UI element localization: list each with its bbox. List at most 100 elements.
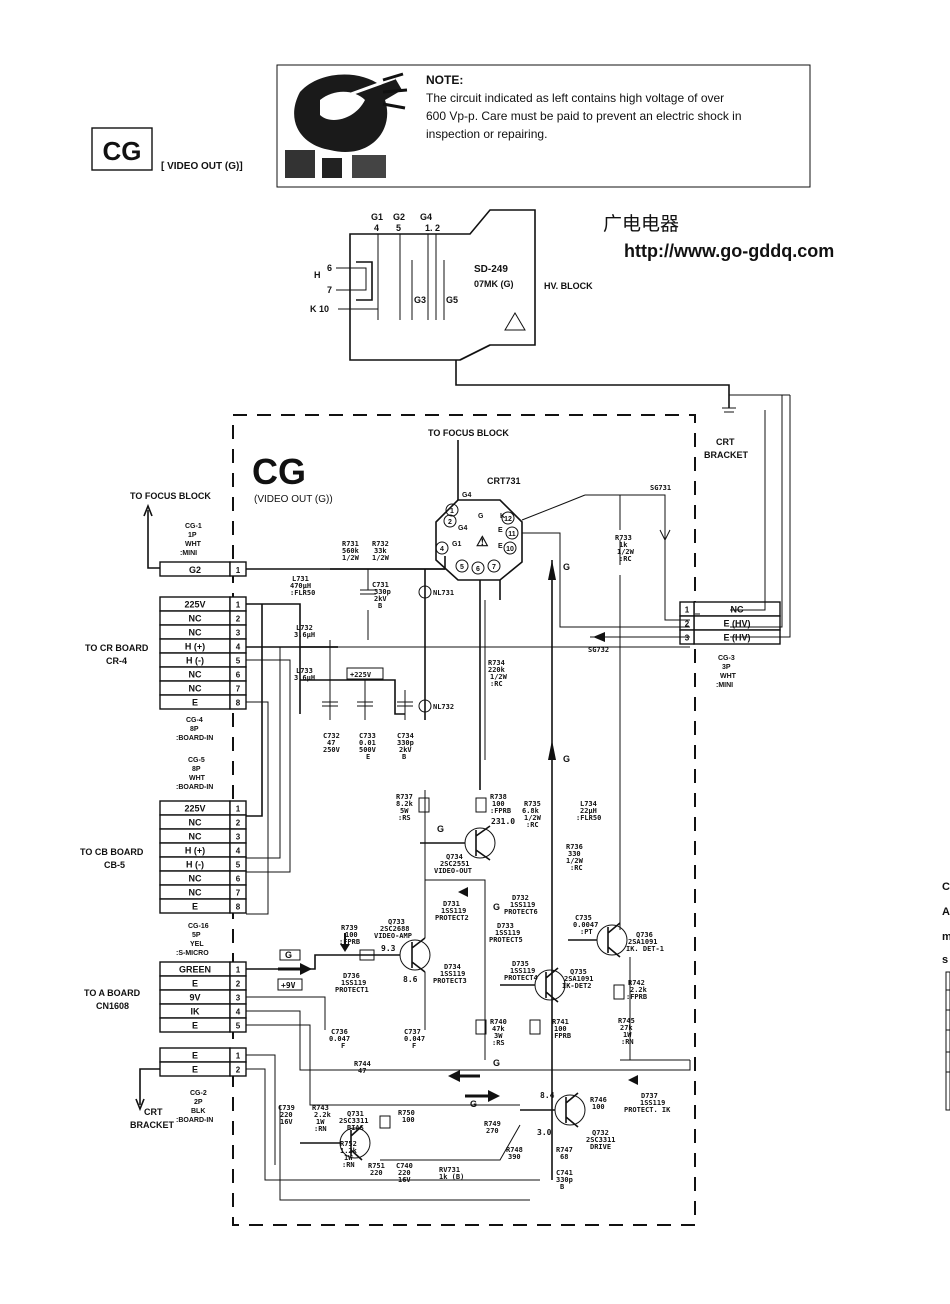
label-r748-b: 390 <box>508 1153 521 1161</box>
warning-hand-icon <box>282 72 408 180</box>
label-r737-a: R737 <box>396 793 413 801</box>
label-c731-c: 2kV <box>374 595 387 603</box>
cg3-spec-3: :MINI <box>716 682 733 689</box>
cg16-spec-3: :S-MICRO <box>176 950 209 957</box>
label-q735-a: Q735 <box>570 968 587 976</box>
cg3-spec-2: WHT <box>720 673 737 680</box>
label-r747-b: 68 <box>560 1153 568 1161</box>
hv-pin-4: 4 <box>374 223 379 233</box>
label-c737-a: C737 <box>404 1028 421 1036</box>
label-c740-c: 16V <box>398 1176 411 1184</box>
label-d736-b: 1SS119 <box>341 979 366 987</box>
label-d731-c: PROTECT2 <box>435 914 469 922</box>
cg2-num-2: 2 <box>236 1066 241 1075</box>
cg1-pin: G2 <box>189 565 201 575</box>
label-q736-b: 2SA1091 <box>628 938 658 946</box>
margin-letter-4: s <box>942 954 948 966</box>
cg5-num-2: 2 <box>236 819 241 828</box>
margin-letter-3: m <box>942 931 950 943</box>
cg16-num-5: 5 <box>236 1022 241 1031</box>
cg3-num-1: 1 <box>685 606 690 615</box>
cg5-to-2: CB-5 <box>104 860 125 870</box>
hv-k-label: K 10 <box>310 304 329 314</box>
hv-h-label: H <box>314 270 321 280</box>
label-r745-d: :RN <box>621 1038 634 1046</box>
label-v86: 8.6 <box>403 975 418 984</box>
cg4-num-1: 1 <box>236 601 241 610</box>
label-c736-a: C736 <box>331 1028 348 1036</box>
signal-g-2: G <box>563 754 570 764</box>
cg4-spec-2: :BOARD-IN <box>176 735 213 742</box>
label-sg732: SG732 <box>588 646 609 654</box>
label-d735-b: 1SS119 <box>510 967 535 975</box>
hv-g3: G3 <box>414 295 426 305</box>
watermark-chinese: 广电电器 <box>603 213 679 235</box>
label-q731-a: Q731 <box>347 1110 364 1118</box>
crt-pin-label-7: 7 <box>492 564 496 571</box>
cg3-num-2: 2 <box>685 620 690 629</box>
label-r739-b: 100 <box>345 931 358 939</box>
label-r745-b: 27k <box>620 1024 633 1032</box>
crt-grid-label-5: E <box>498 543 503 550</box>
label-l733-b: 3.6μH <box>294 674 315 682</box>
label-d734-c: PROTECT3 <box>433 977 467 985</box>
cg4-num-8: 8 <box>236 699 241 708</box>
cg4-spec-1: 8P <box>190 726 199 733</box>
label-c737-b: 0.047 <box>404 1035 425 1043</box>
label-q734-b: 2SC2551 <box>440 860 470 868</box>
label-r743-b: 2.2k <box>314 1111 332 1119</box>
label-c737-c: F <box>412 1042 416 1050</box>
cg4-to-2: CR-4 <box>106 656 127 666</box>
label-c739-a: C739 <box>278 1104 295 1112</box>
cg1-spec-2: WHT <box>185 541 202 548</box>
label-r749-a: R749 <box>484 1120 501 1128</box>
hv-g5: G5 <box>446 295 458 305</box>
part-labels: R731 560k 1/2W R732 33k 1/2W C731 330p 2… <box>277 484 671 1191</box>
hv-part-sub: 07MK (G) <box>474 279 514 289</box>
label-q736-a: Q736 <box>636 931 653 939</box>
label-l734-c: :FLR50 <box>576 814 601 822</box>
label-r741-b: 100 <box>554 1025 567 1033</box>
label-q732-c: DRIVE <box>590 1143 611 1151</box>
cg-title: CG <box>252 451 306 492</box>
label-r733-a: R733 <box>615 534 632 542</box>
cg16-num-1: 1 <box>236 966 241 975</box>
cg16-num-4: 4 <box>236 1008 241 1017</box>
crt-grid-label-2: G1 <box>452 541 461 548</box>
label-l732-a: L732 <box>296 624 313 632</box>
label-r751-a: R751 <box>368 1162 385 1170</box>
cg5-pin-6: NC <box>189 874 202 884</box>
hv-pin-5: 5 <box>396 223 401 233</box>
label-c733-d: E <box>366 753 370 761</box>
hv-part: SD-249 <box>474 264 508 275</box>
margin-letter-1: C <box>942 881 950 893</box>
label-q731-c: BIAS <box>347 1124 364 1132</box>
cg16-pin-3: 9V <box>189 993 200 1003</box>
label-l731-b: 470μH <box>290 582 311 590</box>
cg5-pin-7: NC <box>189 888 202 898</box>
crt-pin-circle-4 <box>435 541 449 555</box>
cg2-spec-3: :BOARD-IN <box>176 1117 213 1124</box>
label-l731-a: L731 <box>292 575 309 583</box>
signal-g-3: G <box>437 824 444 834</box>
crt-grid-label-6: K <box>500 513 505 520</box>
cg16-pin-2: E <box>192 979 198 989</box>
cg16-pin-1: GREEN <box>179 965 211 975</box>
crt-pin-circle-12 <box>501 511 515 525</box>
label-d733-c: PROTECT5 <box>489 936 523 944</box>
cg1-spec-3: :MINI <box>180 550 197 557</box>
label-q732-a: Q732 <box>592 1129 609 1137</box>
label-r740-a: R740 <box>490 1018 507 1026</box>
label-d735-c: PROTECT4 <box>504 974 538 982</box>
label-d736-c: PROTECT1 <box>335 986 369 994</box>
cg1-name: CG-1 <box>185 523 202 530</box>
label-nl731: NL731 <box>433 589 454 597</box>
cg-title-sub: (VIDEO OUT (G)) <box>254 494 333 505</box>
signal-g-5: G <box>285 950 292 960</box>
label-q735-c: IK-DET2 <box>562 982 592 990</box>
cg4-num-3: 3 <box>236 629 241 638</box>
label-r741-a: R741 <box>552 1018 569 1026</box>
